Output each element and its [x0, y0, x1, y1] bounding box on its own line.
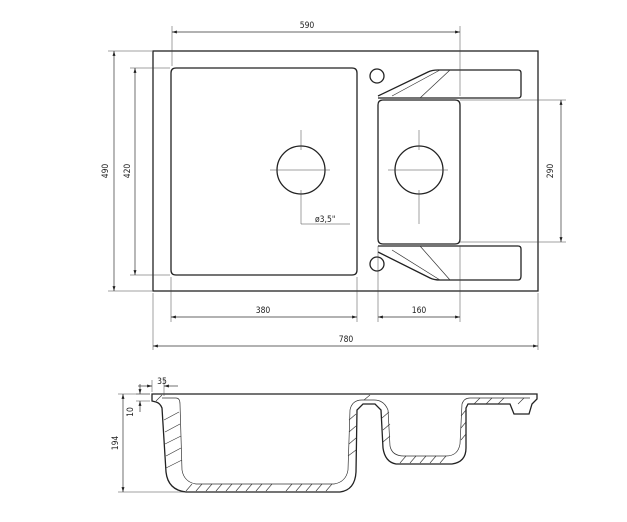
tap-hole-upper [369, 68, 385, 84]
dim-194: 194 [111, 436, 121, 451]
section-hatching [155, 394, 525, 492]
dim-10: 10 [126, 407, 136, 417]
dim-160: 160 [412, 306, 427, 316]
tap-hole-lower [369, 256, 385, 272]
dim-490: 490 [101, 164, 111, 179]
small-bowl [377, 99, 461, 245]
section-view: 35 10 194 [111, 377, 538, 493]
section-inner-profile [162, 397, 530, 485]
dim-290: 290 [546, 164, 556, 179]
section-outer-profile [151, 393, 538, 493]
dim-420: 420 [123, 164, 133, 179]
sink-outline [152, 50, 539, 292]
top-view: ø3,5" 590 490 420 290 380 160 [101, 21, 566, 350]
drainboard-lower [377, 245, 522, 281]
dim-780: 780 [339, 335, 354, 345]
dim-380: 380 [256, 306, 271, 316]
dim-35: 35 [157, 377, 167, 387]
drainboard-upper [377, 69, 522, 99]
large-bowl [170, 67, 358, 276]
drain-diameter-label: ø3,5" [315, 215, 335, 225]
dim-590: 590 [300, 21, 315, 31]
